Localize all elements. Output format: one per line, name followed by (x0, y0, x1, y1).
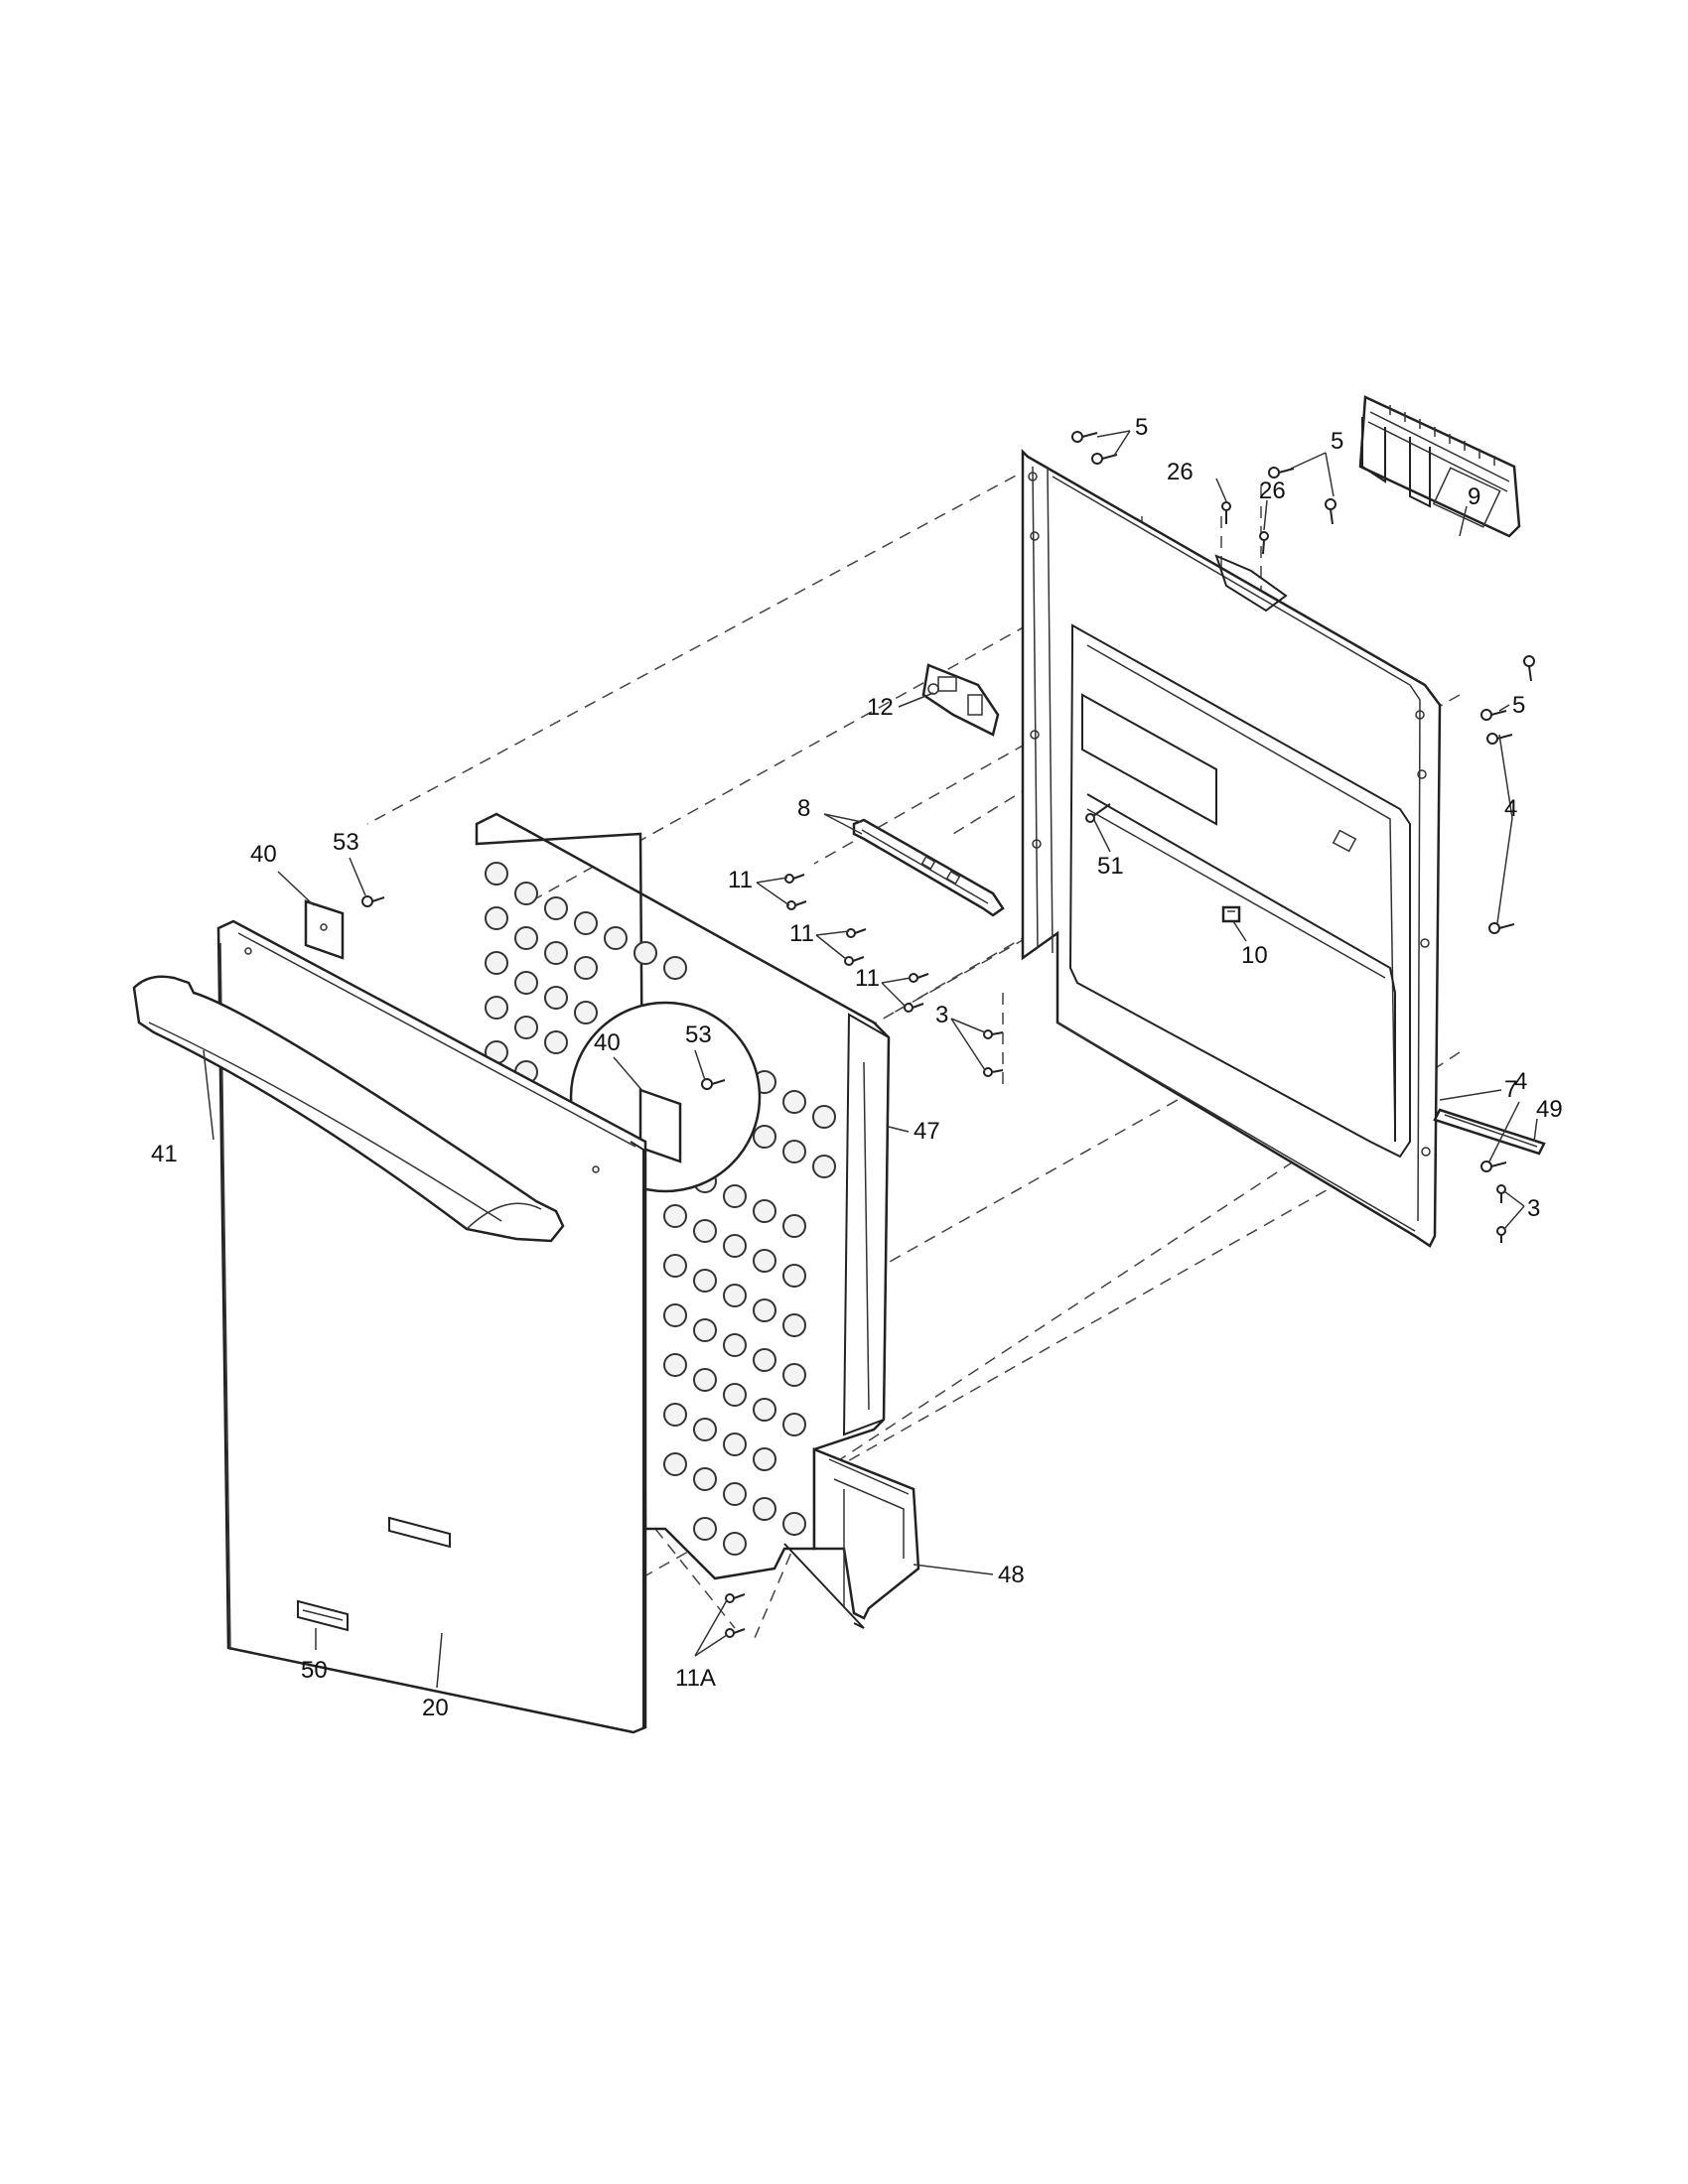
callout-3-right: 3 (1527, 1195, 1540, 1222)
callout-11-first: 11 (728, 867, 753, 893)
callout-40-outer: 40 (250, 841, 277, 868)
callout-8: 8 (797, 795, 810, 822)
screw-11A-a (725, 1593, 746, 1603)
liner-mounting-holes (1028, 472, 1431, 1157)
screw-11b (786, 900, 807, 910)
callout-7: 7 (1504, 1076, 1517, 1103)
pin-part-51 (1085, 803, 1111, 823)
screw-53a (361, 895, 385, 907)
screw-11e (909, 973, 929, 983)
callout-47: 47 (914, 1118, 940, 1145)
door-panel-part-47 (475, 812, 891, 1580)
callout-11-third: 11 (855, 965, 880, 992)
lower-bracket-part-48 (783, 1447, 920, 1629)
screw-5f (1480, 709, 1507, 721)
screw-11f (904, 1003, 924, 1013)
callout-11A: 11A (675, 1665, 716, 1692)
callout-9: 9 (1468, 483, 1480, 510)
callout-40-detail: 40 (594, 1029, 621, 1056)
screw-11a (784, 874, 805, 884)
panel-hole-pattern (485, 862, 836, 1556)
callout-26-left: 26 (1167, 459, 1194, 485)
switch-part-10 (1221, 905, 1241, 923)
control-module-button-row (1389, 405, 1495, 466)
callout-51: 51 (1097, 853, 1124, 880)
callout-3-left: 3 (935, 1002, 948, 1028)
callout-26-right: 26 (1259, 478, 1286, 504)
screw-11A-b (725, 1628, 746, 1638)
callout-leader-lines (203, 430, 1538, 1689)
callout-11-second: 11 (789, 920, 814, 947)
callout-labels: 5 5 5 26 26 9 12 8 11 11 11 51 10 4 4 7 … (151, 414, 1563, 1721)
screw-11c (846, 928, 867, 938)
bracket-part-8 (852, 818, 1005, 917)
handle-cutout (388, 1516, 451, 1549)
screw-3c (1496, 1184, 1506, 1203)
screw-4b (1488, 922, 1515, 934)
fastener-screws (361, 431, 1535, 1638)
screw-3d (1496, 1226, 1506, 1243)
callout-41: 41 (151, 1141, 178, 1167)
brand-badge-part-50 (297, 1599, 349, 1632)
callout-49: 49 (1536, 1096, 1563, 1123)
control-module-part-9 (1358, 395, 1521, 538)
screw-5c (1268, 467, 1295, 478)
label-plate-part-40 (304, 899, 345, 960)
screw-4c (1480, 1160, 1507, 1172)
door-handle-part-41 (132, 975, 565, 1243)
callout-5-top-left: 5 (1135, 414, 1148, 441)
callout-48: 48 (998, 1562, 1025, 1588)
callout-50: 50 (301, 1657, 328, 1684)
callout-4-upper: 4 (1504, 795, 1517, 822)
screw-5d (1325, 498, 1336, 525)
screw-11d (844, 956, 865, 966)
callout-4-lower: 4 (1514, 1068, 1527, 1095)
screw-5b (1091, 453, 1118, 465)
screw-26b (1259, 531, 1269, 555)
trim-strip-part-49 (1433, 1108, 1546, 1156)
callout-53-detail: 53 (685, 1022, 712, 1048)
door-latch-part-12 (921, 663, 1000, 737)
screw-5a (1071, 431, 1098, 443)
screw-26a (1221, 501, 1231, 524)
callout-10: 10 (1241, 942, 1268, 969)
screw-5e (1523, 655, 1535, 682)
callout-53-outer: 53 (333, 829, 359, 856)
inner-door-liner-part-7 (1021, 448, 1442, 1248)
screw-3a (983, 1029, 1004, 1039)
callout-5-right: 5 (1512, 692, 1525, 719)
callout-12: 12 (867, 694, 894, 721)
callout-20: 20 (422, 1695, 449, 1721)
screw-3b (983, 1067, 1004, 1077)
callout-5-top-right: 5 (1331, 428, 1343, 455)
